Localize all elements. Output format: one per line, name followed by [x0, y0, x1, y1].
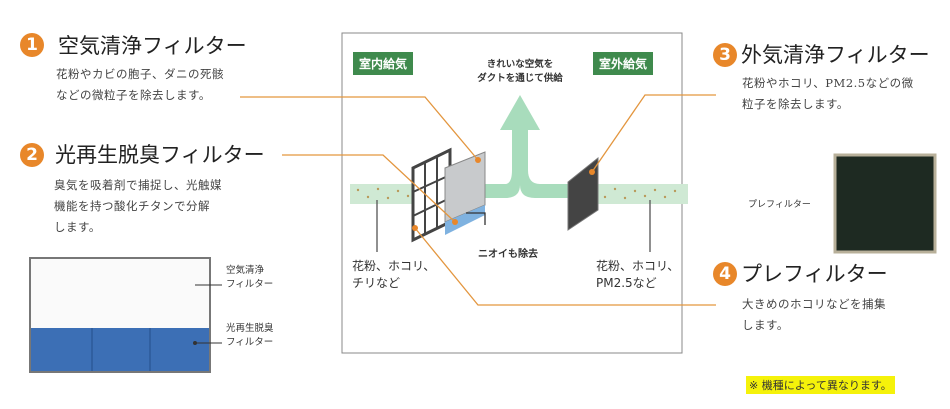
indoor-supply-tag: 室内給気	[353, 52, 414, 75]
outdoor-filter-shape	[567, 156, 599, 231]
outdoor-particles-text: 花粉、ホコリ、 PM2.5など	[596, 259, 680, 290]
number-badge-4: 4	[713, 262, 737, 286]
number-badge-1: 1	[20, 33, 44, 57]
item-title-1: 空気清浄フィルター	[58, 34, 247, 58]
number-badge-3: 3	[713, 43, 737, 67]
number-badge-2: 2	[20, 143, 44, 167]
model-note: ※ 機種によって異なります。	[746, 376, 895, 394]
prefilter-photo	[833, 153, 937, 254]
outdoor-air-band	[583, 184, 688, 204]
photo-label-deodorizing: 光再生脱臭 フィルター	[226, 323, 274, 348]
item-title-3: 外気清浄フィルター	[741, 43, 930, 67]
indoor-particles-text: 花粉、ホコリ、 チリなど	[352, 259, 436, 290]
item-desc-2: 臭気を吸着剤で捕捉し、光触媒 機能を持つ酸化チタンで分解 します。	[54, 178, 222, 234]
prefilter-photo-label: プレフィルター	[748, 200, 811, 210]
item-title-2: 光再生脱臭フィルター	[55, 143, 265, 167]
odor-text: ニオイも除去	[478, 249, 538, 260]
supply-text: きれいな空気を ダクトを通じて供給	[477, 59, 563, 84]
item-desc-3: 花粉やホコリ、PM2.5などの微 粒子を除去します。	[742, 76, 914, 111]
supply-arrow	[468, 95, 570, 198]
photo-label-air-cleaning: 空気清浄 フィルター	[226, 265, 274, 290]
dust-particles	[356, 187, 677, 200]
item-desc-1: 花粉やカビの胞子、ダニの死骸 などの微粒子を除去します。	[56, 67, 224, 102]
callout-lines	[240, 94, 716, 306]
item-desc-4: 大きめのホコリなどを捕集 します。	[742, 297, 886, 332]
item-title-4: プレフィルター	[741, 262, 888, 286]
outdoor-supply-tag: 室外給気	[593, 52, 654, 75]
